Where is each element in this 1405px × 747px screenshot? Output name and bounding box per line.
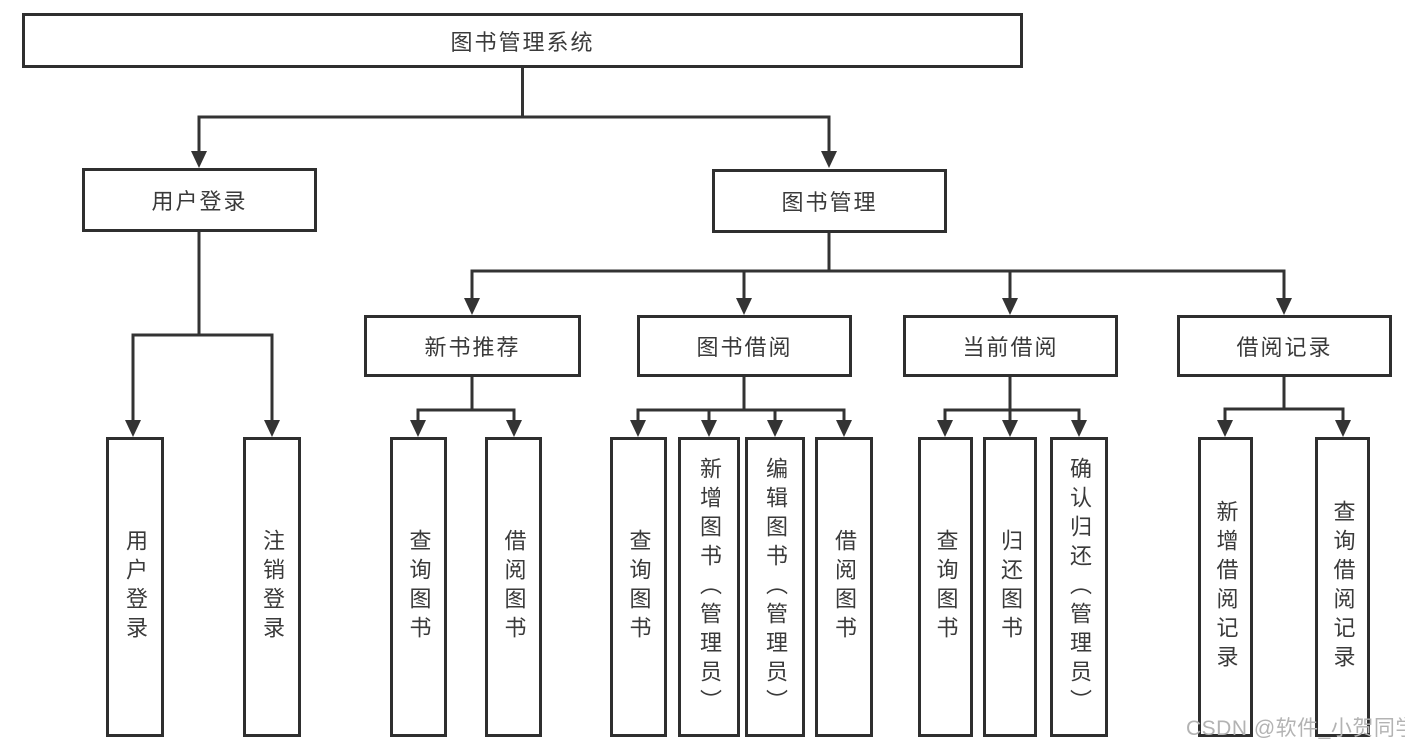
leaf-query-borrow-record-label: 查询借阅记录 (1330, 500, 1356, 674)
leaf-query-books-current-label: 查询图书 (933, 529, 959, 645)
leaf-edit-book-admin: 编辑图书（管理员） (745, 437, 805, 737)
leaf-query-borrow-record: 查询借阅记录 (1315, 437, 1370, 737)
leaf-logout: 注销登录 (243, 437, 301, 737)
leaf-query-books-recommend-label: 查询图书 (406, 529, 432, 645)
node-new-book-recommend: 新书推荐 (364, 315, 581, 377)
leaf-user-login-label: 用户登录 (123, 529, 148, 645)
leaf-add-book-admin: 新增图书（管理员） (678, 437, 740, 737)
node-book-mgmt-label: 图书管理 (781, 190, 878, 215)
leaf-add-borrow-record: 新增借阅记录 (1198, 437, 1253, 737)
watermark: CSDN @软件_小贺同学 (1186, 717, 1405, 740)
leaf-user-login: 用户登录 (106, 437, 164, 737)
leaf-borrow-books-borrow-label: 借阅图书 (832, 529, 857, 645)
node-book-borrow-label: 图书借阅 (696, 335, 793, 360)
leaf-edit-book-admin-label: 编辑图书（管理员） (763, 456, 788, 718)
leaf-borrow-books-recommend-label: 借阅图书 (501, 529, 527, 645)
leaf-return-books: 归还图书 (983, 437, 1037, 737)
leaf-return-books-label: 归还图书 (998, 529, 1023, 645)
node-user-login-label: 用户登录 (151, 189, 248, 214)
leaf-query-books-recommend: 查询图书 (390, 437, 447, 737)
node-book-mgmt: 图书管理 (712, 169, 947, 233)
node-new-book-recommend-label: 新书推荐 (424, 335, 521, 360)
node-book-borrow: 图书借阅 (637, 315, 852, 377)
leaf-add-borrow-record-label: 新增借阅记录 (1213, 500, 1239, 674)
node-root-label: 图书管理系统 (450, 29, 595, 55)
leaf-add-book-admin-label: 新增图书（管理员） (697, 456, 722, 718)
node-borrow-records-label: 借阅记录 (1236, 335, 1333, 360)
leaf-confirm-return-admin: 确认归还（管理员） (1050, 437, 1108, 737)
node-borrow-records: 借阅记录 (1177, 315, 1392, 377)
leaf-borrow-books-recommend: 借阅图书 (485, 437, 542, 737)
leaf-query-books-current: 查询图书 (918, 437, 973, 737)
node-current-borrow: 当前借阅 (903, 315, 1118, 377)
node-current-borrow-label: 当前借阅 (962, 335, 1059, 360)
node-user-login: 用户登录 (82, 168, 317, 232)
leaf-logout-label: 注销登录 (260, 529, 285, 645)
node-root: 图书管理系统 (22, 13, 1023, 68)
leaf-borrow-books-borrow: 借阅图书 (815, 437, 873, 737)
leaf-confirm-return-admin-label: 确认归还（管理员） (1067, 456, 1092, 718)
arrowheads (125, 151, 1351, 437)
leaf-query-books-borrow: 查询图书 (610, 437, 667, 737)
leaf-query-books-borrow-label: 查询图书 (626, 529, 652, 645)
